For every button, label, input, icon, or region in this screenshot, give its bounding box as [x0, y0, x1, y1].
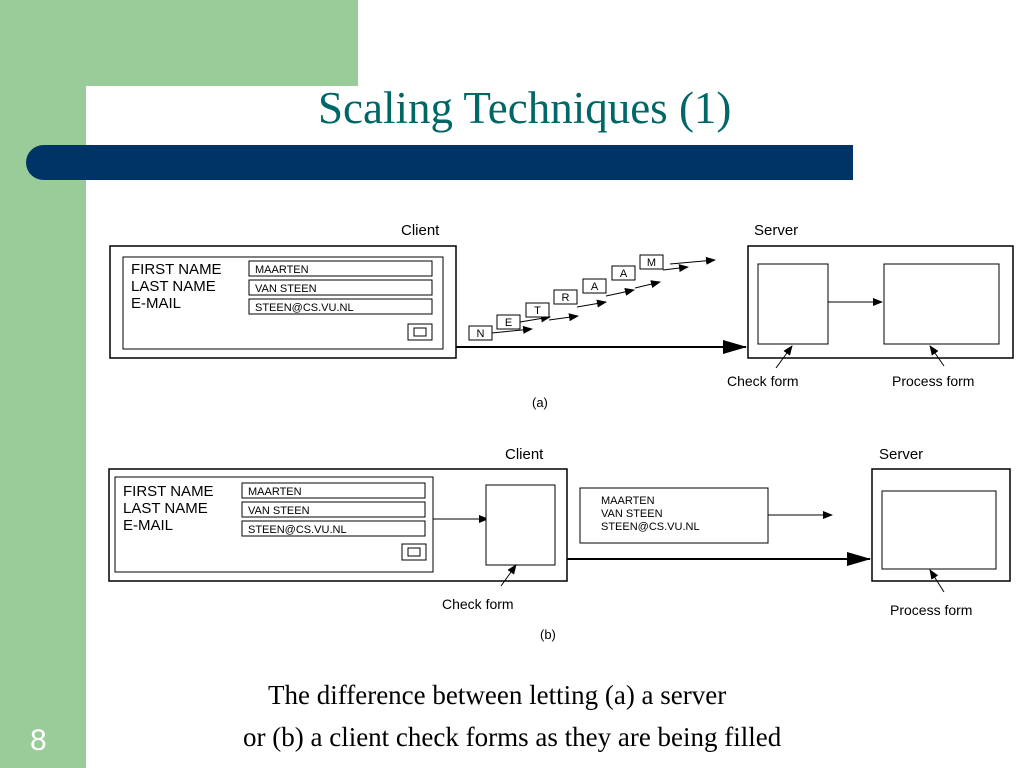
letter-packets-a: N E T R A A M — [468, 254, 716, 341]
letter-box-a2 — [611, 265, 636, 281]
client-label-b: Client — [505, 446, 544, 463]
check-form-box-a — [757, 263, 829, 345]
message-line-3: STEEN@CS.VU.NL — [601, 521, 700, 533]
message-box-b — [579, 487, 769, 544]
last-name-label-b: LAST NAME — [123, 500, 208, 517]
process-form-label-b: Process form — [890, 602, 972, 618]
letter-box-m — [639, 254, 664, 270]
check-form-label-a: Check form — [727, 373, 799, 389]
letter-a2: A — [620, 268, 628, 280]
server-label-a: Server — [754, 222, 798, 239]
slide-caption-line-2: or (b) a client check forms as they are … — [243, 722, 782, 752]
check-form-label-b: Check form — [442, 596, 514, 612]
email-label-b: E-MAIL — [123, 517, 173, 534]
caption-a: (a) — [532, 395, 548, 410]
letter-r: R — [562, 292, 570, 304]
slide-title: Scaling Techniques (1) — [318, 83, 732, 133]
left-accent-band — [0, 0, 86, 768]
server-label-b: Server — [879, 446, 923, 463]
top-accent-band — [0, 0, 358, 86]
caption-b: (b) — [540, 627, 556, 642]
email-value-a: STEEN@CS.VU.NL — [255, 302, 354, 314]
first-name-label-b: FIRST NAME — [123, 483, 214, 500]
diagram-b: Client Server FIRST NAME LAST NAME E-MAI… — [108, 446, 1011, 642]
check-form-box-b — [485, 484, 556, 566]
last-name-field-b — [241, 501, 426, 518]
letter-m: M — [647, 257, 656, 269]
slide-number: 8 — [30, 724, 47, 757]
letter-t: T — [534, 305, 541, 317]
email-field-a — [248, 298, 433, 315]
email-value-b: STEEN@CS.VU.NL — [248, 524, 347, 536]
email-field-b — [241, 520, 426, 537]
letter-a1: A — [591, 281, 599, 293]
last-name-label-a: LAST NAME — [131, 278, 216, 295]
letter-box-t — [525, 302, 550, 318]
last-name-value-a: VAN STEEN — [255, 283, 317, 295]
content-panel — [86, 86, 1024, 768]
process-form-box-b — [881, 490, 997, 570]
diagram-a: Client Server FIRST NAME LAST NAME E-MAI… — [109, 222, 1014, 410]
first-name-value-b: MAARTEN — [248, 486, 302, 498]
submit-button-inner-a — [413, 327, 427, 337]
message-line-1: MAARTEN — [601, 495, 655, 507]
last-name-value-b: VAN STEEN — [248, 505, 310, 517]
process-form-box-a — [883, 263, 1000, 345]
email-label-a: E-MAIL — [131, 295, 181, 312]
slide-caption-line-1: The difference between letting (a) a ser… — [268, 680, 727, 710]
first-name-value-a: MAARTEN — [255, 264, 309, 276]
process-form-label-a: Process form — [892, 373, 974, 389]
title-underline-bar — [26, 145, 853, 180]
letter-n: N — [477, 328, 485, 340]
first-name-field-a — [248, 260, 433, 277]
message-line-2: VAN STEEN — [601, 508, 663, 520]
client-label-a: Client — [401, 222, 440, 239]
first-name-field-b — [241, 482, 426, 499]
last-name-field-a — [248, 279, 433, 296]
letter-box-r — [553, 289, 578, 305]
letter-box-a1 — [582, 278, 607, 294]
letter-e: E — [505, 317, 512, 329]
first-name-label-a: FIRST NAME — [131, 261, 222, 278]
submit-button-inner-b — [407, 547, 421, 557]
